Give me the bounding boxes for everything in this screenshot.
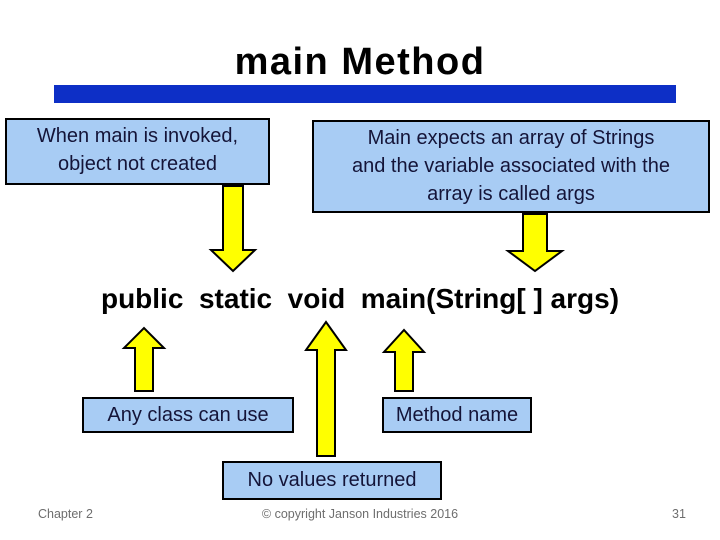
footer-page-number: 31 xyxy=(672,507,686,521)
label-method-name: Method name xyxy=(382,397,532,433)
label-no-values-returned: No values returned xyxy=(222,461,442,500)
down-arrow-left-icon xyxy=(208,185,258,273)
callout-line: object not created xyxy=(58,153,217,175)
callout-line: array is called args xyxy=(427,183,595,205)
down-arrow-right-icon xyxy=(504,213,566,273)
code-signature: public static void main(String[ ] args) xyxy=(100,283,620,314)
callout-line: When main is invoked, xyxy=(36,125,239,147)
up-arrow-void-icon xyxy=(304,320,348,457)
up-arrow-main-icon xyxy=(381,328,427,392)
footer-copyright: © copyright Janson Industries 2016 xyxy=(261,507,459,521)
callout-line: and the variable associated with the xyxy=(352,155,670,177)
slide-title: main Method xyxy=(234,41,486,83)
up-arrow-public-icon xyxy=(121,326,167,392)
callout-when-main-invoked: When main is invoked, object not created xyxy=(5,118,270,185)
callout-main-expects-args: Main expects an array of Strings and the… xyxy=(312,120,710,213)
label-any-class-can-use: Any class can use xyxy=(82,397,294,433)
title-accent-bar xyxy=(54,85,676,103)
callout-line: Main expects an array of Strings xyxy=(367,127,655,149)
footer-chapter: Chapter 2 xyxy=(38,507,93,521)
